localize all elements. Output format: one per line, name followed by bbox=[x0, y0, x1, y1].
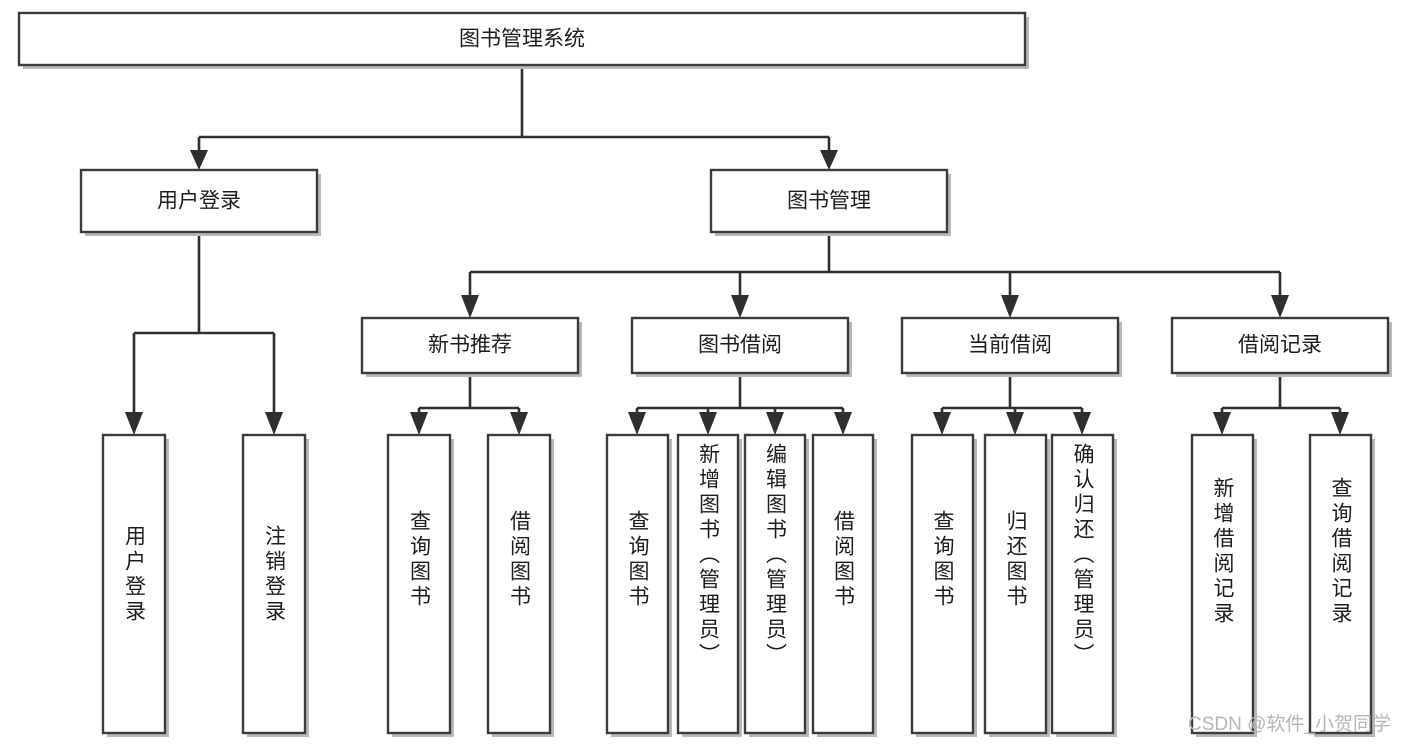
connector-group-root bbox=[190, 65, 838, 170]
leaf-rect[interactable] bbox=[101, 433, 167, 735]
borrow-records-label: 借阅记录 bbox=[1238, 334, 1322, 357]
leaf-node[interactable] bbox=[386, 433, 454, 737]
node-new-book-recommend[interactable]: 新书推荐 bbox=[360, 316, 582, 377]
leaf-rect[interactable] bbox=[386, 433, 452, 735]
arrow-newbooks-c1 bbox=[410, 412, 428, 435]
node-borrow-records[interactable]: 借阅记录 bbox=[1170, 316, 1392, 377]
arrow-currentborrow-c1 bbox=[933, 412, 951, 435]
leaf-node[interactable] bbox=[676, 433, 742, 737]
arrow-bookmgmt-c4 bbox=[1271, 295, 1289, 318]
arrow-bookborrow-c2 bbox=[699, 412, 717, 435]
current-borrow-rect[interactable] bbox=[900, 316, 1120, 375]
leaf-rect[interactable] bbox=[811, 433, 875, 735]
user-login-rect[interactable] bbox=[79, 168, 319, 234]
connector-group-current-borrow bbox=[933, 373, 1091, 435]
node-current-borrow[interactable]: 当前借阅 bbox=[900, 316, 1122, 377]
arrow-bookborrow-c3 bbox=[766, 412, 784, 435]
watermark-text: CSDN @软件_小贺同学 bbox=[1188, 714, 1391, 735]
leaf-node[interactable] bbox=[1308, 433, 1375, 737]
arrow-userlogin-c1 bbox=[125, 412, 143, 435]
connector-group-book-borrow bbox=[628, 373, 852, 435]
arrow-bookborrow-c1 bbox=[628, 412, 646, 435]
arrow-bookmgmt-c3 bbox=[1001, 295, 1019, 318]
new-book-recommend-rect[interactable] bbox=[360, 316, 580, 375]
leaf-rect[interactable] bbox=[486, 433, 552, 735]
user-login-label: 用户登录 bbox=[157, 190, 241, 213]
leaf-node[interactable] bbox=[101, 433, 169, 737]
arrow-bookmgmt-c1 bbox=[461, 295, 479, 318]
connector-group-book-mgmt bbox=[461, 232, 1289, 318]
leaf-rect-group bbox=[101, 433, 1375, 737]
leaf-rect[interactable] bbox=[1308, 433, 1373, 735]
book-borrow-rect[interactable] bbox=[630, 316, 850, 375]
arrow-bookborrow-c4 bbox=[834, 412, 852, 435]
arrow-newbooks-c2 bbox=[510, 412, 528, 435]
leaf-node[interactable] bbox=[743, 433, 809, 737]
root-label: 图书管理系统 bbox=[459, 28, 585, 51]
borrow-records-rect[interactable] bbox=[1170, 316, 1390, 375]
connector-group-user-login bbox=[125, 232, 283, 435]
leaf-node[interactable] bbox=[910, 433, 977, 737]
root-rect[interactable] bbox=[17, 11, 1027, 67]
arrow-borrowrecords-c2 bbox=[1331, 412, 1349, 435]
leaf-node[interactable] bbox=[241, 433, 309, 737]
node-root[interactable]: 图书管理系统 bbox=[17, 11, 1029, 69]
book-management-label: 图书管理 bbox=[787, 190, 871, 213]
leaf-rect[interactable] bbox=[983, 433, 1048, 735]
book-management-rect[interactable] bbox=[709, 168, 949, 234]
leaf-node[interactable] bbox=[605, 433, 672, 737]
current-borrow-label: 当前借阅 bbox=[968, 334, 1052, 357]
arrow-currentborrow-c2 bbox=[1006, 412, 1024, 435]
leaf-node[interactable] bbox=[1050, 433, 1117, 737]
node-book-borrow[interactable]: 图书借阅 bbox=[630, 316, 852, 377]
connector-group-borrow-records bbox=[1213, 373, 1349, 435]
node-book-management[interactable]: 图书管理 bbox=[709, 168, 951, 236]
leaf-rect[interactable] bbox=[676, 433, 740, 735]
leaf-rect[interactable] bbox=[910, 433, 975, 735]
leaf-node[interactable] bbox=[1190, 433, 1257, 737]
arrow-bookmgmt-c2 bbox=[731, 295, 749, 318]
leaf-rect[interactable] bbox=[1050, 433, 1115, 735]
arrow-userlogin-c2 bbox=[265, 412, 283, 435]
leaf-node[interactable] bbox=[983, 433, 1050, 737]
leaf-rect[interactable] bbox=[241, 433, 307, 735]
arrow-borrowrecords-c1 bbox=[1213, 412, 1231, 435]
node-user-login[interactable]: 用户登录 bbox=[79, 168, 321, 236]
new-book-recommend-label: 新书推荐 bbox=[428, 334, 512, 357]
leaf-rect[interactable] bbox=[743, 433, 807, 735]
leaf-rect[interactable] bbox=[605, 433, 670, 735]
leaf-node[interactable] bbox=[811, 433, 877, 737]
connector-group-new-books bbox=[410, 373, 528, 435]
leaf-node[interactable] bbox=[486, 433, 554, 737]
arrow-currentborrow-c3 bbox=[1073, 412, 1091, 435]
book-borrow-label: 图书借阅 bbox=[698, 334, 782, 357]
arrow-root-to-book-mgmt bbox=[820, 150, 838, 170]
leaf-rect[interactable] bbox=[1190, 433, 1255, 735]
arrow-root-to-user-login bbox=[190, 150, 208, 170]
